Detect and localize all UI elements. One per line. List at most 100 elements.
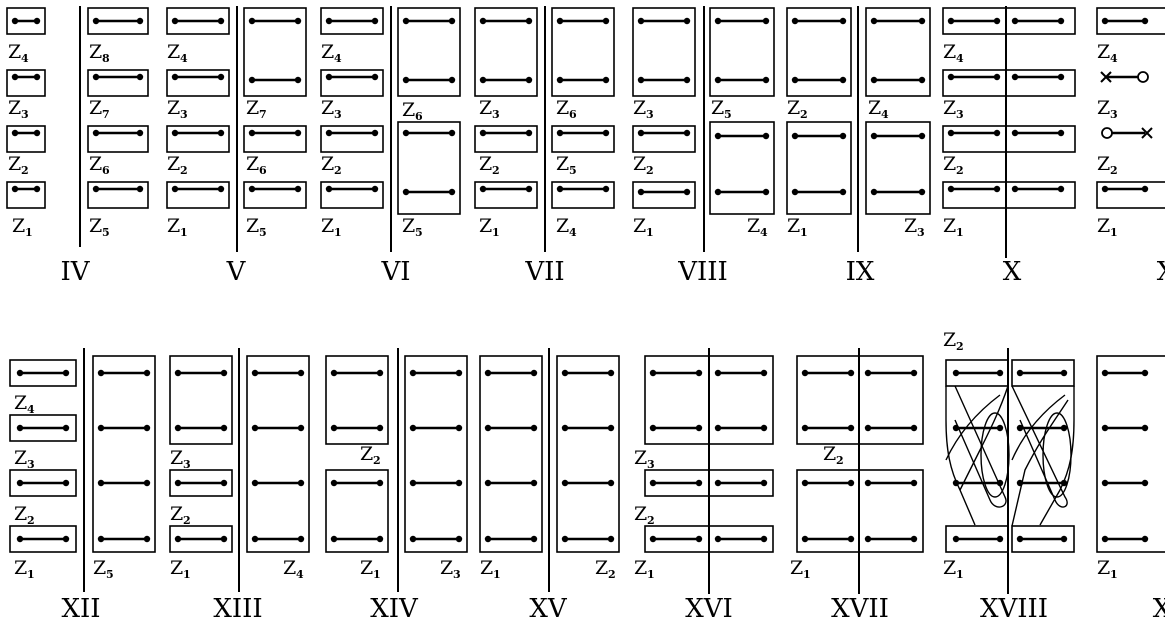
conductor-dot [448, 188, 456, 196]
section-numeral: IV [60, 257, 90, 287]
conductor-dot [220, 424, 228, 432]
conductor-dot [607, 479, 615, 487]
conductor-dot [602, 185, 610, 193]
conductor-dot [171, 17, 179, 25]
coil-box [942, 69, 1076, 97]
conductor-dot [402, 76, 410, 84]
conductor-dot [97, 479, 105, 487]
coil-box [6, 125, 46, 153]
conductor-dot [325, 17, 333, 25]
coil-box [479, 355, 543, 553]
z-subscript: 1 [956, 226, 964, 239]
coil-box [169, 525, 233, 553]
conductor-dot [297, 424, 305, 432]
section-numeral: V [226, 257, 247, 287]
z-label: Z [283, 557, 296, 579]
z-subscript: 6 [102, 164, 110, 177]
z-label: Z [402, 99, 415, 121]
coil-box [6, 69, 46, 97]
conductor-dot [455, 535, 463, 543]
conductor-dot [97, 424, 105, 432]
conductor-dot [695, 424, 703, 432]
coil-box [6, 7, 46, 35]
z-label: Z [787, 97, 800, 119]
conductor-dot [174, 369, 182, 377]
conductor-dot [455, 479, 463, 487]
conductor-dot [637, 129, 645, 137]
conductor-dot [448, 17, 456, 25]
conductor-dot [136, 185, 144, 193]
z-label: Z [1097, 97, 1110, 119]
conductor-dot [171, 129, 179, 137]
conductor-dot [248, 129, 256, 137]
conductor-dot [602, 17, 610, 25]
coil-box [166, 7, 230, 35]
z-subscript: 1 [956, 568, 964, 581]
z-subscript: 2 [608, 568, 616, 581]
conductor-dot [11, 129, 19, 137]
z-subscript: 4 [956, 52, 964, 65]
conductor-dot [695, 369, 703, 377]
conductor-dot [62, 369, 70, 377]
z-label: Z [634, 557, 647, 579]
conductor-dot [220, 535, 228, 543]
coil-box [325, 469, 389, 553]
conductor-dot [92, 17, 100, 25]
conductor-dot [448, 76, 456, 84]
conductor-dot [870, 17, 878, 25]
z-subscript: 1 [180, 226, 188, 239]
conductor-dot [847, 535, 855, 543]
conductor-dot [455, 369, 463, 377]
z-subscript: 3 [183, 458, 191, 471]
conductor-dot [847, 424, 855, 432]
winding-loop [1042, 412, 1072, 498]
z-label: Z [8, 153, 21, 175]
z-subscript: 2 [647, 514, 655, 527]
conductor-dot [870, 188, 878, 196]
z-label: Z [246, 215, 259, 237]
conductor-dot [918, 76, 926, 84]
coil-box [243, 7, 307, 97]
conductor-dot [455, 424, 463, 432]
conductor-dot [760, 424, 768, 432]
conductor-dot [910, 535, 918, 543]
conductor-dot [136, 17, 144, 25]
section-numeral: XVI [685, 594, 733, 624]
z-subscript: 4 [881, 108, 889, 121]
z-subscript: 2 [183, 514, 191, 527]
conductor-dot [530, 424, 538, 432]
section-numeral: XV [529, 594, 568, 624]
conductor-dot [330, 479, 338, 487]
section-numeral: X [1153, 594, 1165, 624]
conductor-dot [1057, 17, 1065, 25]
conductor-dot [402, 188, 410, 196]
conductor-dot [870, 132, 878, 140]
z-label: Z [246, 97, 259, 119]
conductor-dot [294, 76, 302, 84]
conductor-dot [1060, 369, 1068, 377]
winding-loop [980, 412, 1010, 498]
winding-curve [945, 386, 976, 526]
coil-box [474, 7, 538, 97]
conductor-dot [97, 369, 105, 377]
conductor-dot [371, 185, 379, 193]
coil-box [709, 121, 775, 215]
conductor-dot [996, 424, 1004, 432]
section-numeral: XIII [213, 594, 262, 624]
conductor-dot [402, 17, 410, 25]
conductor-dot [910, 479, 918, 487]
conductor-dot [791, 76, 799, 84]
conductor-dot [1057, 185, 1065, 193]
z-subscript: 2 [1110, 164, 1118, 177]
conductor-dot [1141, 369, 1149, 377]
conductor-dot [409, 479, 417, 487]
section-numeral: IX [846, 257, 875, 287]
conductor-dot [217, 17, 225, 25]
conductor-dot [1016, 535, 1024, 543]
z-label: Z [14, 392, 27, 414]
conductor-dot [92, 185, 100, 193]
coil-box [551, 7, 615, 97]
winding-curve [1011, 399, 1069, 527]
z-label: Z [167, 41, 180, 63]
